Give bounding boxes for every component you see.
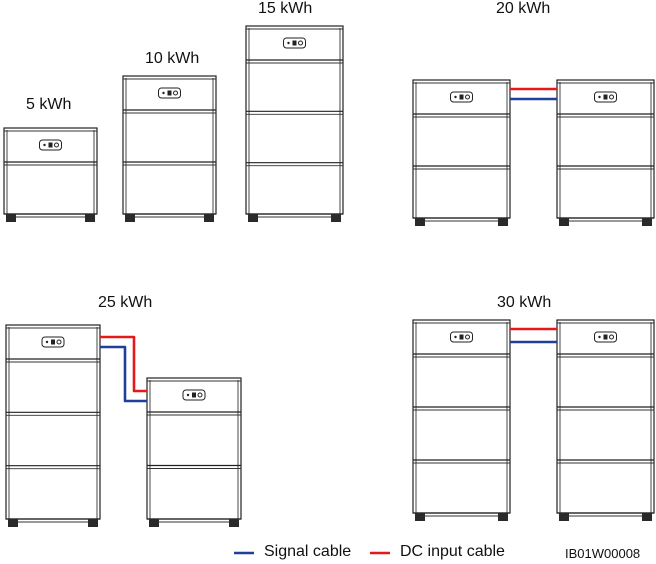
stack-20kwh-master-foot-right <box>498 218 508 226</box>
stack-15kwh-foot-right <box>331 214 341 222</box>
stack-10kwh <box>122 75 217 222</box>
config-label-25kwh: 25 kWh <box>98 294 153 311</box>
stack-30kwh-slave-foot-left <box>559 513 569 521</box>
stack-25kwh-master-foot-left <box>8 519 18 527</box>
stack-30kwh-master <box>412 319 511 521</box>
config-label-15kwh: 15 kWh <box>258 0 313 17</box>
stack-25kwh-master-body <box>5 324 101 520</box>
cable-25kwh-signal <box>100 345 147 403</box>
stack-30kwh-master-foot-left <box>415 513 425 521</box>
stack-20kwh-slave-foot-left <box>559 218 569 226</box>
stack-25kwh-slave-foot-left <box>149 519 159 527</box>
stack-30kwh-master-body <box>412 319 511 514</box>
stack-30kwh-slave-body <box>556 319 655 514</box>
stack-25kwh-master-foot-right <box>88 519 98 527</box>
stack-15kwh-foot-left <box>248 214 258 222</box>
legend-signal-cable-label: Signal cable <box>264 543 352 560</box>
stack-25kwh-master <box>5 324 101 527</box>
stack-10kwh-foot-right <box>204 214 214 222</box>
config-label-30kwh: 30 kWh <box>497 294 552 311</box>
stack-30kwh-slave <box>556 319 655 521</box>
cable-25kwh-dc-input <box>100 335 147 393</box>
stack-20kwh-slave <box>556 79 655 226</box>
stack-5kwh <box>3 127 98 222</box>
stack-5kwh-foot-right <box>85 214 95 222</box>
config-label-20kwh: 20 kWh <box>496 0 551 17</box>
stack-10kwh-foot-left <box>125 214 135 222</box>
figure-code: IB01W00008 <box>565 546 641 561</box>
stack-5kwh-foot-left <box>6 214 16 222</box>
stack-20kwh-master-foot-left <box>415 218 425 226</box>
stack-15kwh-body <box>245 25 344 215</box>
config-label-10kwh: 10 kWh <box>145 50 200 67</box>
stack-25kwh-slave <box>146 377 242 527</box>
config-label-5kwh: 5 kWh <box>26 96 72 113</box>
stack-30kwh-slave-foot-right <box>642 513 652 521</box>
stack-30kwh-master-foot-right <box>498 513 508 521</box>
stack-20kwh-master <box>412 79 511 226</box>
legend-dc-input-cable-label: DC input cable <box>400 543 505 560</box>
stack-20kwh-slave-foot-right <box>642 218 652 226</box>
stack-15kwh <box>245 25 344 222</box>
stack-25kwh-slave-foot-right <box>229 519 239 527</box>
